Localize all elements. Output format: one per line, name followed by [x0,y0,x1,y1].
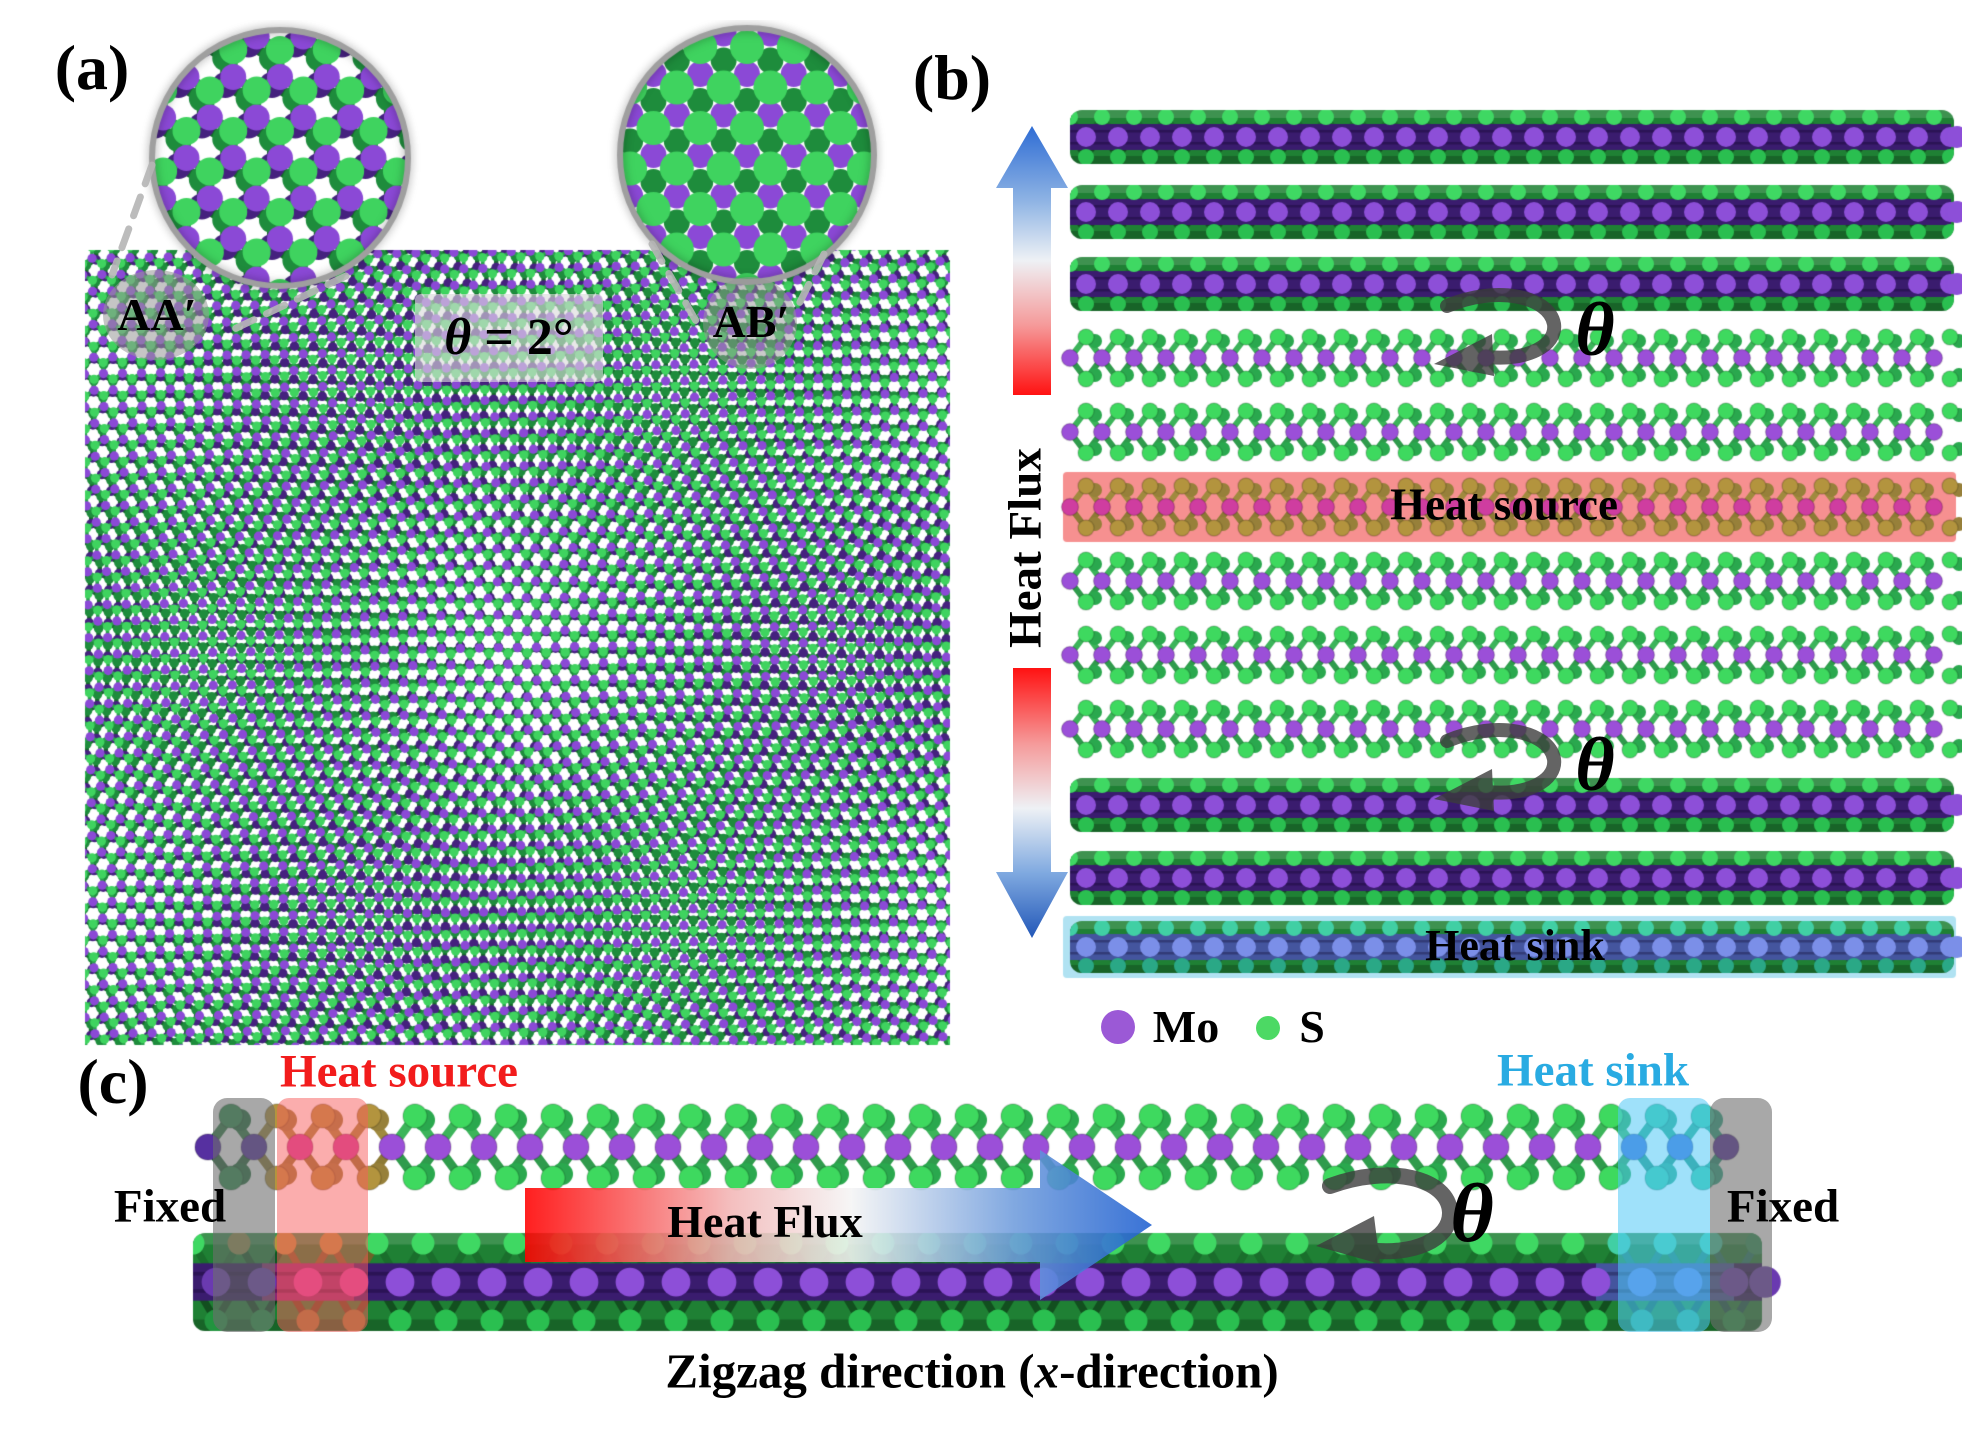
twist-angle-label: θ = 2° [444,312,573,364]
caption-pre: Zigzag direction ( [665,1343,1035,1399]
layer-stack-side-view-canvas [1060,85,1962,995]
theta-symbol-ribbon: θ [1450,1167,1494,1260]
panel-c-label: (c) [77,1046,149,1117]
panel-b-label: (b) [912,42,992,113]
ab-stack-label: AB′ [712,296,790,347]
heat-source-region-box [277,1098,368,1332]
heat-flux-label-c: Heat Flux [667,1196,863,1247]
legend-s-dot [1256,1016,1280,1040]
theta-symbol-top: θ [1575,288,1615,372]
heat-flux-up-arrow [996,126,1068,395]
heat-source-label-b: Heat source [1390,479,1618,530]
twist-angle-value: = 2° [471,309,574,366]
caption-post: -direction) [1059,1343,1279,1399]
heat-sink-region-box [1618,1098,1710,1332]
fixed-label-left: Fixed [113,1180,227,1233]
legend-mo-dot [1101,1010,1135,1044]
theta-symbol-bottom: θ [1575,723,1615,807]
heat-sink-label-b: Heat sink [1425,921,1605,970]
aa-stack-region-highlight [103,270,209,360]
fixed-region-right-box [1710,1098,1772,1332]
heat-flux-vertical-label: Heat Flux [999,448,1052,648]
legend-s-label: S [1299,1001,1325,1052]
aa-stack-label: AA′ [117,289,197,340]
moire-lattice-canvas [60,20,960,1050]
caption-x: x [1034,1343,1060,1399]
zigzag-direction-caption: Zigzag direction (x-direction) [665,1347,1278,1396]
heat-source-label-c: Heat source [280,1045,518,1098]
ab-stack-region-highlight [703,277,797,369]
theta-symbol: θ [444,309,472,366]
heat-sink-label-c: Heat sink [1497,1044,1689,1097]
panel-a-label: (a) [54,32,130,103]
heat-flux-down-arrow [996,668,1068,938]
fixed-region-left-box [213,1098,275,1332]
fixed-label-right: Fixed [1726,1180,1840,1233]
twist-angle-label-box [415,294,603,382]
legend-mo-label: Mo [1152,1001,1220,1052]
